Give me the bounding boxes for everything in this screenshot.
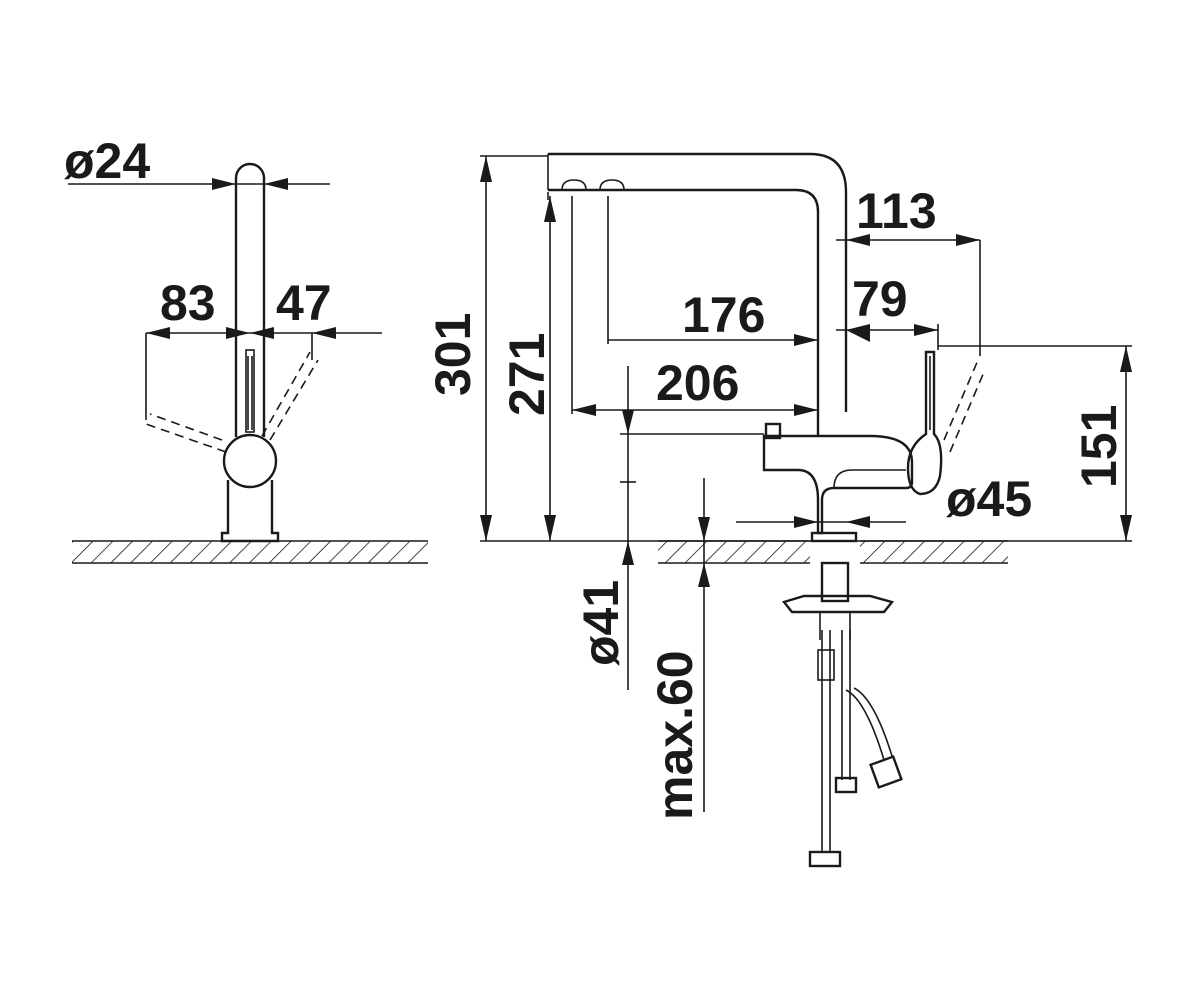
front-shank xyxy=(820,561,850,603)
side-countertop xyxy=(72,541,428,563)
front-spout xyxy=(548,152,848,436)
side-left-offset-label: 83 xyxy=(160,275,216,331)
lever-height-label: 151 xyxy=(1071,405,1127,488)
outlet-height-label: 271 xyxy=(499,333,555,416)
side-lever-hub xyxy=(222,433,278,489)
front-outlet-right xyxy=(599,179,625,191)
hole-diameter-label: ø41 xyxy=(573,580,629,666)
head-offset-label: 113 xyxy=(856,183,937,239)
side-pipe-diameter-label: ø24 xyxy=(64,133,150,189)
spout-reach-inner-label: 176 xyxy=(682,287,765,343)
front-mounting-plate xyxy=(781,594,895,614)
spout-reach-outer-label: 206 xyxy=(656,355,739,411)
front-supply-hoses xyxy=(808,630,903,868)
front-body xyxy=(762,434,914,535)
side-faucet-base xyxy=(220,480,280,543)
base-diameter-label: ø45 xyxy=(946,471,1032,527)
front-side-knob xyxy=(764,422,782,440)
front-countertop-left xyxy=(658,541,810,563)
front-view: 301 271 176 206 113 79 151 xyxy=(425,152,1132,868)
front-countertop-right xyxy=(860,541,1008,563)
side-lever-left-position xyxy=(145,413,227,453)
front-lever xyxy=(906,350,943,496)
side-view: ø24 83 47 xyxy=(64,133,428,564)
max-counter-thickness-label: max.60 xyxy=(647,650,703,820)
side-lever-slot xyxy=(245,349,255,433)
side-lever-right-position xyxy=(261,351,319,441)
side-faucet-body xyxy=(234,162,266,437)
lever-offset-label: 79 xyxy=(852,271,908,327)
front-outlet-left xyxy=(561,179,587,191)
side-right-offset-label: 47 xyxy=(276,275,332,331)
front-lever-alt-position xyxy=(943,359,985,453)
total-height-label: 301 xyxy=(425,313,481,396)
